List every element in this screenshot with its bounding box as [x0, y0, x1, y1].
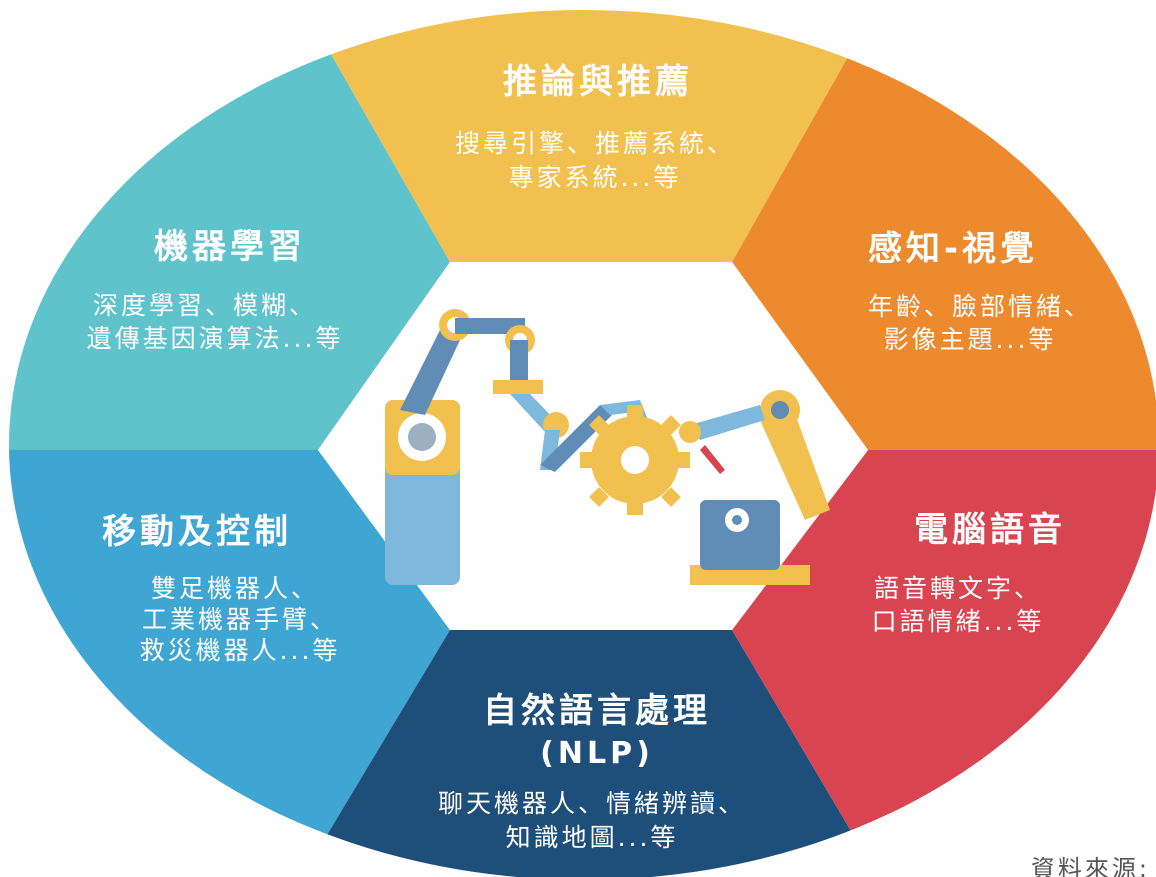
speech-desc-line1: 語音轉文字、: [874, 574, 1042, 603]
motion-desc-line2: 工業機器手臂、: [142, 605, 338, 634]
motion-desc-line1: 雙足機器人、: [151, 574, 319, 603]
industrial-robot-arms-gear-icon: [385, 309, 830, 585]
perception-title: 感知-視覺: [868, 229, 1038, 269]
speech-desc-line2: 口語情緒...等: [872, 607, 1045, 636]
ml-desc-line2: 遺傳基因演算法...等: [87, 324, 344, 353]
perception-desc-line2: 影像主題...等: [884, 325, 1057, 354]
ml-desc-line1: 深度學習、模糊、: [93, 291, 317, 320]
nlp-desc-line2: 知識地圖...等: [506, 823, 679, 852]
speech-title: 電腦語音: [914, 510, 1066, 550]
nlp-title-line2: (NLP): [540, 736, 654, 771]
ml-title: 機器學習: [154, 227, 306, 267]
motion-title: 移動及控制: [102, 512, 292, 552]
motion-desc-line3: 救災機器人...等: [140, 636, 341, 665]
segment-nlp: [300, 630, 880, 877]
reasoning-desc-line2: 專家系統...等: [509, 163, 682, 192]
source-label: 資料來源:: [1031, 855, 1150, 877]
segment-reasoning: [300, 10, 880, 262]
perception-desc-line1: 年齡、臉部情緒、: [868, 292, 1092, 321]
nlp-title-line1: 自然語言處理: [483, 691, 711, 731]
reasoning-desc-line1: 搜尋引擎、推薦系統、: [455, 129, 735, 158]
nlp-desc-line1: 聊天機器人、情緒辨讀、: [438, 789, 746, 818]
reasoning-title: 推論與推薦: [503, 62, 693, 102]
